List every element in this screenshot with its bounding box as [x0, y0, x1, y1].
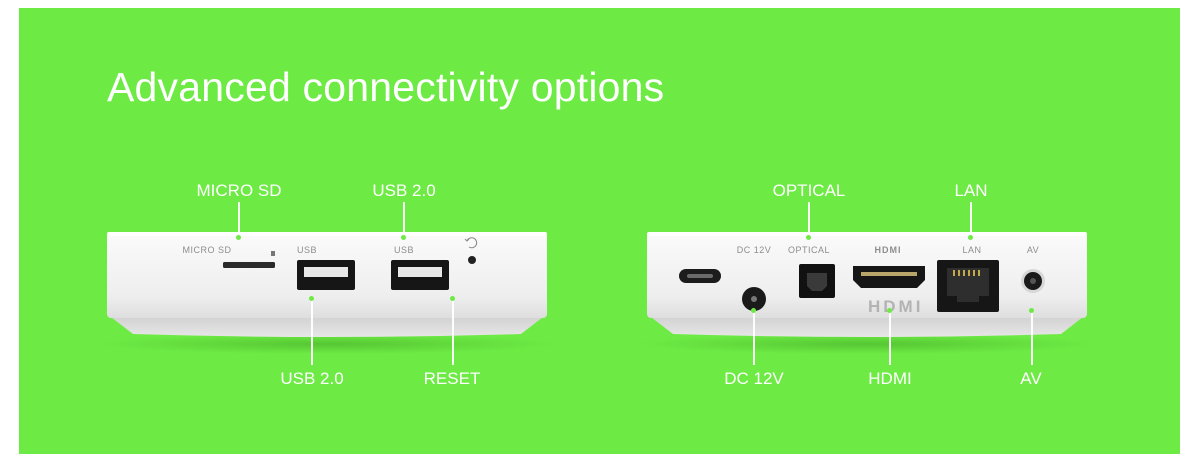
refresh-icon	[464, 237, 478, 249]
feature-banner: Advanced connectivity options	[19, 8, 1180, 454]
engraving-lan: LAN	[962, 245, 982, 255]
label-micro-sd: MICRO SD	[196, 181, 282, 200]
label-lan: LAN	[954, 181, 988, 200]
leader-dc-12v	[753, 313, 755, 365]
device-base	[647, 314, 1087, 337]
page-title: Advanced connectivity options	[107, 64, 665, 110]
leader-lan	[970, 202, 972, 237]
leader-hdmi	[889, 313, 891, 365]
marker-reset	[450, 296, 455, 301]
leader-usb-bottom	[311, 301, 313, 365]
label-hdmi: HDMI	[868, 369, 912, 388]
engraving-usb-2: USB	[393, 245, 415, 255]
marker-usb-bottom	[309, 296, 314, 301]
marker-optical	[806, 235, 811, 240]
leader-av	[1031, 313, 1033, 365]
label-dc-12v: DC 12V	[724, 369, 784, 388]
leader-optical	[808, 202, 810, 237]
label-av: AV	[1020, 369, 1042, 388]
engraving-optical: OPTICAL	[787, 245, 831, 255]
hdmi-port	[853, 266, 925, 288]
engraving-hdmi: HDMI	[874, 245, 902, 255]
tv-box-front-view	[101, 232, 553, 354]
tv-box-rear-view	[641, 232, 1093, 354]
marker-hdmi	[887, 308, 892, 313]
label-optical: OPTICAL	[772, 181, 846, 200]
device-base	[107, 314, 547, 337]
leader-usb-top	[403, 202, 405, 237]
marker-usb-top	[401, 235, 406, 240]
engraving-usb-1: USB	[296, 245, 318, 255]
hdmi-logo: HDMI	[868, 297, 924, 316]
marker-micro-sd	[236, 235, 241, 240]
marker-dc-12v	[751, 308, 756, 313]
engraving-av: AV	[1026, 245, 1040, 255]
leader-micro-sd	[238, 202, 240, 237]
engraving-dc-12v: DC 12V	[736, 245, 772, 255]
leader-reset	[452, 301, 454, 365]
micro-sd-slot	[223, 262, 275, 268]
marker-lan	[968, 235, 973, 240]
engraving-micro-sd: MICRO SD	[182, 245, 232, 255]
label-reset: RESET	[423, 369, 481, 388]
reset-pinhole	[468, 256, 476, 264]
label-usb-top: USB 2.0	[372, 181, 436, 200]
label-usb-bottom: USB 2.0	[280, 369, 344, 388]
marker-av	[1029, 308, 1034, 313]
